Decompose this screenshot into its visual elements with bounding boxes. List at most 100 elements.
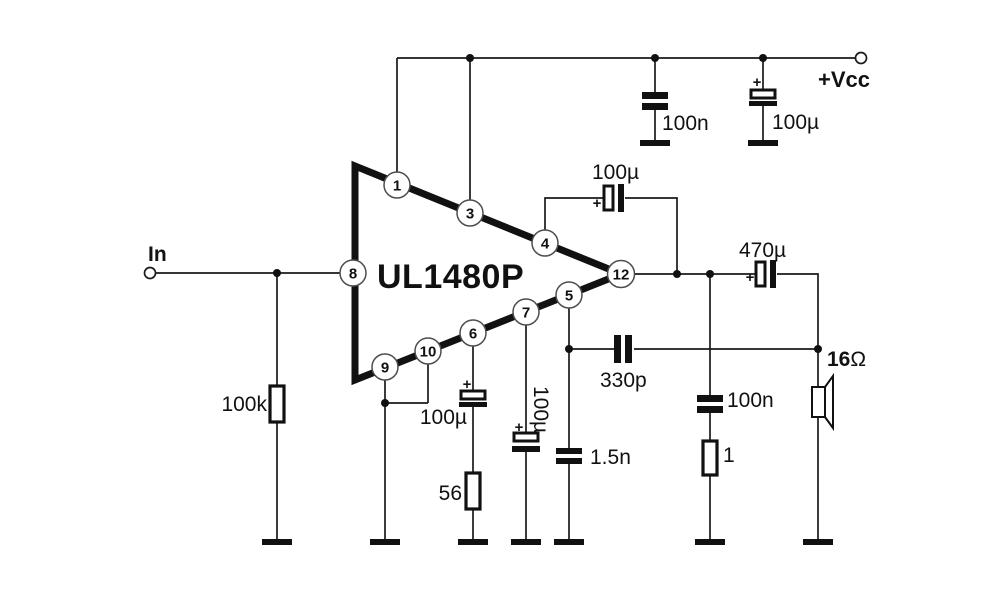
capacitor-value: 470µ	[739, 239, 786, 262]
capacitor-value: 100n	[727, 389, 774, 412]
capacitor-plate	[749, 101, 777, 106]
pin-3: 3	[456, 199, 484, 227]
speaker-unit: Ω	[850, 348, 866, 371]
pin-circle	[512, 298, 540, 326]
capacitor-zobel: 100n	[697, 389, 774, 413]
pin-circle	[606, 259, 636, 289]
capacitor-output: 470µ +	[739, 239, 786, 288]
junction-dot	[273, 269, 281, 277]
pin-4: 4	[531, 229, 559, 257]
pin-number: 12	[613, 267, 630, 284]
ground-icon	[511, 539, 541, 545]
ground-icon	[695, 539, 725, 545]
junction-dot	[381, 399, 389, 407]
pin-circle	[383, 171, 411, 199]
capacitor-pin5: 1.5n	[554, 446, 631, 545]
vcc-terminal: +Vcc	[818, 51, 870, 92]
capacitor-plate	[618, 184, 624, 212]
capacitor-value: 100n	[662, 112, 709, 135]
junction-dot	[759, 54, 767, 62]
capacitor-plate	[556, 448, 582, 454]
speaker-cone-icon	[824, 372, 834, 432]
ground-icon	[748, 140, 778, 146]
capacitor-plate	[614, 335, 621, 363]
pin-number: 1	[393, 178, 401, 195]
resistor-value: 100k	[221, 393, 267, 416]
input-label: In	[148, 243, 167, 266]
pin-circle	[371, 353, 399, 381]
pin-number: 9	[381, 360, 389, 377]
capacitor-plate	[642, 92, 668, 99]
capacitor-positive-plate	[512, 431, 540, 443]
polarity-plus: +	[463, 376, 472, 393]
vcc-label: +Vcc	[818, 67, 870, 92]
capacitor-value: 330p	[600, 369, 647, 392]
capacitor-plate	[770, 260, 776, 288]
capacitor-positive-plate	[754, 260, 767, 288]
capacitor-value: 100µ	[772, 111, 819, 134]
ground-icon	[458, 539, 488, 545]
capacitor-plate	[512, 446, 540, 452]
capacitor-positive-plate	[749, 88, 777, 100]
pin-number: 8	[349, 266, 357, 283]
junction-dot	[706, 270, 714, 278]
junction-dot	[466, 54, 474, 62]
pin-circle	[555, 281, 583, 309]
pin-10: 10	[414, 337, 442, 365]
pin-number: 7	[522, 305, 530, 322]
pin-6: 6	[459, 319, 487, 347]
pin-circle	[456, 199, 484, 227]
capacitor-value: 100µ	[592, 161, 639, 184]
junction-dot	[814, 345, 822, 353]
pin-number: 6	[469, 326, 477, 343]
resistor-zobel: 1	[695, 439, 735, 545]
resistor-pin6: 56	[439, 471, 488, 545]
polarity-plus: +	[515, 419, 524, 436]
resistor-input: 100k	[221, 384, 292, 545]
capacitor-plate	[459, 402, 487, 407]
ground-icon	[640, 140, 670, 146]
polarity-plus: +	[746, 269, 755, 286]
junction-dot	[651, 54, 659, 62]
pin-number: 5	[565, 288, 573, 305]
speaker-label: 16Ω	[827, 348, 866, 371]
wire-output	[621, 273, 819, 349]
ic-pins: 1 3 4 12 5 7 6 10	[339, 171, 636, 381]
pin-circle	[459, 319, 487, 347]
ground-icon	[370, 539, 400, 545]
resistor-value: 56	[439, 482, 462, 505]
ground-icon	[262, 539, 292, 545]
input-terminal: In	[143, 243, 167, 280]
resistor-body	[268, 384, 286, 424]
junction-dots	[273, 54, 822, 407]
pin-9: 9	[371, 353, 399, 381]
capacitor-plate	[697, 395, 723, 402]
capacitor-compensation: 330p	[600, 335, 647, 392]
capacitor-value: 100µ	[420, 406, 467, 429]
capacitor-supply-bypass: 100n	[640, 92, 709, 146]
capacitor-plate	[642, 103, 668, 110]
junction-dot	[673, 270, 681, 278]
resistor-value: 1	[723, 444, 735, 467]
pin-number: 10	[420, 344, 437, 361]
wire-pin4-feedback	[544, 197, 678, 274]
capacitor-pin7: 100µ +	[511, 386, 552, 545]
polarity-plus: +	[753, 74, 762, 91]
pin-circle	[531, 229, 559, 257]
pin-1: 1	[383, 171, 411, 199]
ic-label: UL1480P	[377, 258, 524, 296]
capacitor-plate	[625, 335, 632, 363]
pin-7: 7	[512, 298, 540, 326]
pin-number: 4	[541, 236, 550, 253]
input-terminal-circle	[143, 266, 157, 280]
capacitor-value: 100µ	[529, 386, 552, 433]
resistor-body	[701, 439, 719, 477]
pin-12: 12	[606, 259, 636, 289]
capacitor-supply-filter: + 100µ	[748, 74, 819, 146]
speaker-driver-icon	[811, 386, 826, 418]
junction-dot	[565, 345, 573, 353]
pin-circle	[414, 337, 442, 365]
capacitor-positive-plate	[602, 184, 615, 212]
